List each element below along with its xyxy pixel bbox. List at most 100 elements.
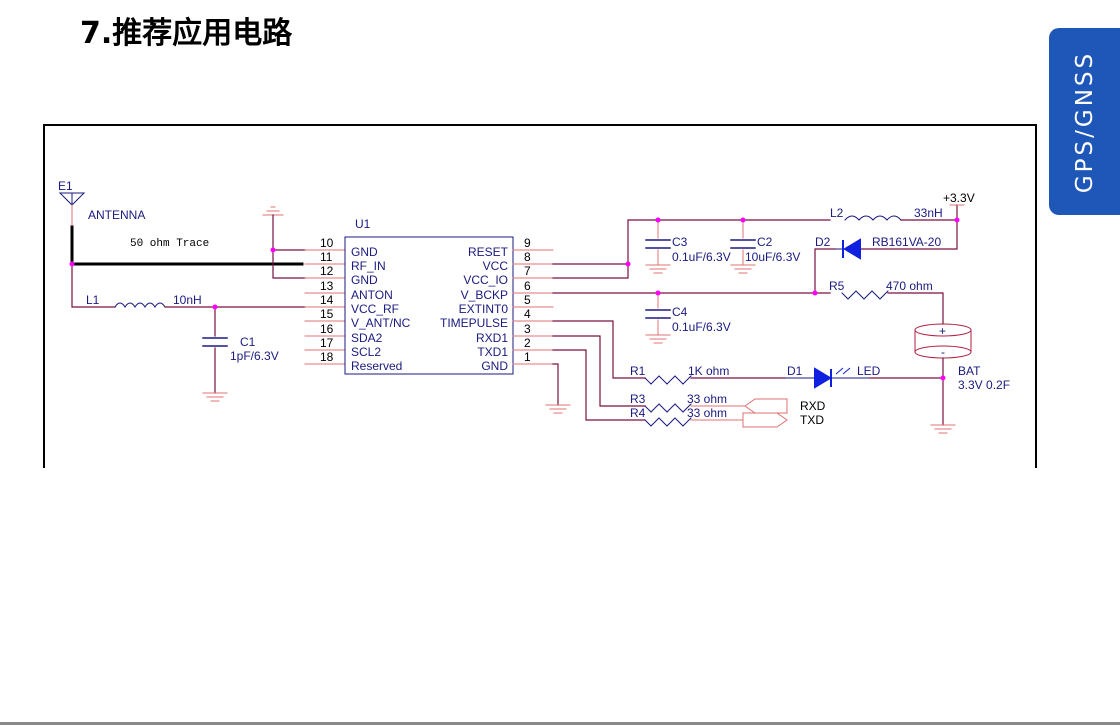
u1-right-pin-labels: 9 8 7 6 5 4 3 2 1 RESET VCC VCC_IO V_BCK… [440, 236, 531, 373]
r3-value: 33 ohm [687, 392, 727, 406]
svg-text:GND: GND [351, 273, 378, 287]
svg-text:9: 9 [524, 236, 531, 250]
l2-value: 33nH [914, 206, 943, 220]
bat-value: 3.3V 0.2F [958, 378, 1010, 392]
svg-text:VCC: VCC [483, 259, 509, 273]
led-light-icon [835, 367, 851, 375]
svg-text:10: 10 [320, 236, 334, 250]
svg-text:RF_IN: RF_IN [351, 259, 386, 273]
svg-text:5: 5 [524, 293, 531, 307]
l1-value: 10nH [173, 293, 202, 307]
ground-c2 [730, 264, 756, 274]
r4-value: 33 ohm [687, 406, 727, 420]
inductor-l2 [844, 215, 902, 221]
r4-ref: R4 [630, 406, 646, 420]
svg-text:V_BCKP: V_BCKP [461, 288, 508, 302]
svg-text:18: 18 [320, 350, 334, 364]
ground-u1 [545, 404, 571, 414]
svg-text:17: 17 [320, 336, 334, 350]
c1-ref: C1 [240, 335, 256, 349]
c4-value: 0.1uF/6.3V [672, 320, 731, 334]
svg-text:VCC_IO: VCC_IO [463, 273, 508, 287]
svg-text:4: 4 [524, 307, 531, 321]
inductor-l1 [114, 302, 166, 308]
resistor-r3 [644, 403, 692, 413]
svg-text:6: 6 [524, 279, 531, 293]
section-tab[interactable]: GPS/GNSS [1049, 28, 1120, 215]
l1-ref: L1 [86, 293, 100, 307]
ground-c3 [645, 264, 671, 274]
antenna-ref: E1 [58, 179, 73, 193]
svg-text:RXD1: RXD1 [476, 331, 508, 345]
bat-ref: BAT [958, 364, 981, 378]
bat-minus: - [941, 345, 945, 359]
svg-text:GND: GND [351, 245, 378, 259]
svg-text:13: 13 [320, 279, 334, 293]
svg-text:1: 1 [524, 350, 531, 364]
svg-text:14: 14 [320, 293, 334, 307]
antenna-name: ANTENNA [88, 208, 145, 222]
svg-text:SDA2: SDA2 [351, 331, 383, 345]
d1-ref: D1 [787, 364, 803, 378]
junction-dots [69, 217, 960, 381]
svg-text:2: 2 [524, 336, 531, 350]
footer-divider [0, 722, 1120, 725]
bat-plus: + [939, 324, 946, 338]
svg-text:16: 16 [320, 322, 334, 336]
capacitor-c4 [645, 309, 671, 319]
r5-ref: R5 [829, 279, 845, 293]
svg-text:11: 11 [320, 250, 333, 264]
trace-label: 50 ohm Trace [130, 238, 209, 250]
ground-top [262, 206, 284, 216]
svg-text:Reserved: Reserved [351, 359, 402, 373]
schematic-frame [43, 124, 1037, 468]
r1-value: 1K ohm [688, 364, 729, 378]
svg-text:3: 3 [524, 322, 531, 336]
resistor-r5 [841, 290, 889, 300]
r1-ref: R1 [630, 364, 646, 378]
svg-text:V_ANT/NC: V_ANT/NC [351, 316, 411, 330]
capacitor-c1 [202, 337, 228, 347]
c1-value: 1pF/6.3V [230, 349, 279, 363]
svg-text:RESET: RESET [468, 245, 509, 259]
svg-text:VCC_RF: VCC_RF [351, 302, 399, 316]
capacitor-c3 [645, 239, 671, 249]
diode-d2 [842, 238, 861, 260]
u1-left-pin-labels: 10 11 12 13 14 15 16 17 18 GND RF_IN GND… [320, 236, 411, 373]
svg-text:7: 7 [524, 264, 531, 278]
d1-value: LED [857, 364, 881, 378]
antenna-symbol [58, 192, 86, 206]
d2-value: RB161VA-20 [872, 235, 941, 249]
resistor-r4 [644, 417, 692, 427]
svg-text:GND: GND [481, 359, 508, 373]
port-rxd [744, 398, 788, 414]
ic-u1-body [344, 236, 514, 375]
svg-text:EXTINT0: EXTINT0 [459, 302, 509, 316]
c4-ref: C4 [672, 305, 688, 319]
c3-ref: C3 [672, 235, 688, 249]
vcc-label: +3.3V [943, 191, 975, 205]
diode-d1-led [814, 367, 832, 389]
page-title: 7.推荐应用电路 [80, 16, 293, 51]
ground-c1 [202, 392, 228, 402]
u1-ref: U1 [355, 217, 371, 231]
capacitor-c2 [730, 239, 756, 249]
c2-ref: C2 [757, 235, 773, 249]
d2-ref: D2 [815, 235, 831, 249]
ground-bat [930, 424, 956, 434]
svg-text:TIMEPULSE: TIMEPULSE [440, 316, 508, 330]
svg-text:12: 12 [320, 264, 334, 278]
txd-label: TXD [800, 413, 824, 427]
svg-text:ANTON: ANTON [351, 288, 393, 302]
r3-ref: R3 [630, 392, 646, 406]
r5-value: 470 ohm [886, 279, 933, 293]
c2-value: 10uF/6.3V [745, 250, 800, 264]
l2-ref: L2 [830, 206, 844, 220]
rxd-label: RXD [800, 399, 826, 413]
resistor-r1 [644, 375, 692, 385]
port-txd [742, 412, 788, 428]
svg-text:8: 8 [524, 250, 531, 264]
svg-text:TXD1: TXD1 [477, 345, 508, 359]
svg-text:15: 15 [320, 307, 334, 321]
